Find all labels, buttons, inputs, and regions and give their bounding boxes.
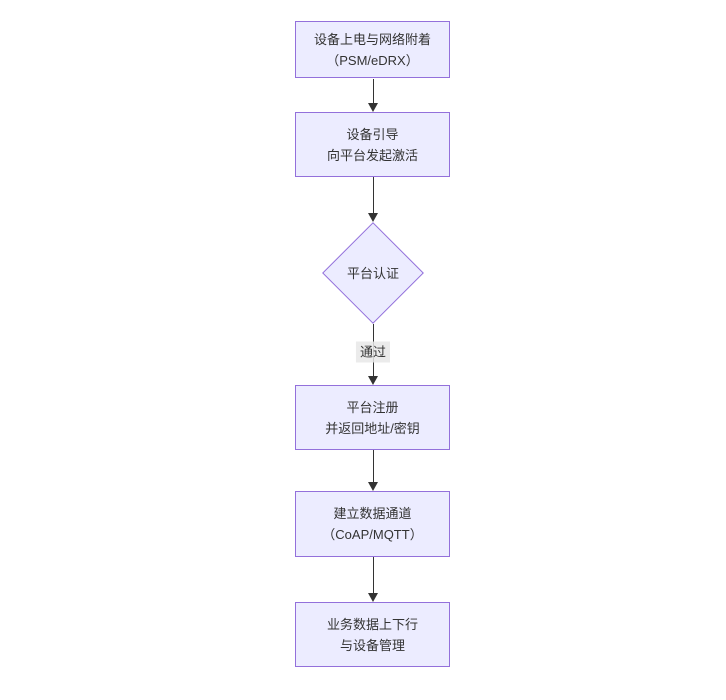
node-text-line: 业务数据上下行 xyxy=(326,616,418,632)
arrowhead-icon xyxy=(368,213,378,222)
node-text-line: 设备上电与网络附着 xyxy=(313,31,431,47)
flow-node-data-channel: 建立数据通道 （CoAP/MQTT） xyxy=(295,491,450,557)
arrowhead-icon xyxy=(368,482,378,491)
node-text-line: 与设备管理 xyxy=(339,637,405,653)
arrow-line xyxy=(372,177,374,216)
node-text-line: （CoAP/MQTT） xyxy=(322,527,423,542)
arrowhead-icon xyxy=(368,103,378,112)
flow-node-bootstrap: 设备引导 向平台发起激活 xyxy=(295,112,450,177)
node-text-line: 并返回地址/密钥 xyxy=(325,420,420,436)
arrowhead-icon xyxy=(368,376,378,385)
flow-node-platform-auth: 平台认证 xyxy=(322,222,424,324)
node-text-line: 建立数据通道 xyxy=(333,506,412,521)
node-text-line: 设备引导 xyxy=(346,126,399,142)
arrow-line xyxy=(372,79,374,106)
node-text-line: 平台认证 xyxy=(346,265,399,281)
node-text-line: 平台注册 xyxy=(346,399,399,415)
edge-label-pass: 通过 xyxy=(355,341,391,363)
arrowhead-icon xyxy=(368,593,378,602)
arrow-line xyxy=(372,450,374,485)
node-text-line: 向平台发起激活 xyxy=(326,147,418,163)
arrow-line xyxy=(372,557,374,596)
flow-node-power-attach: 设备上电与网络附着 （PSM/eDRX） xyxy=(295,21,450,78)
flow-node-business-data: 业务数据上下行 与设备管理 xyxy=(295,602,450,667)
node-text-line: （PSM/eDRX） xyxy=(326,52,419,68)
flow-node-register: 平台注册 并返回地址/密钥 xyxy=(295,385,450,450)
